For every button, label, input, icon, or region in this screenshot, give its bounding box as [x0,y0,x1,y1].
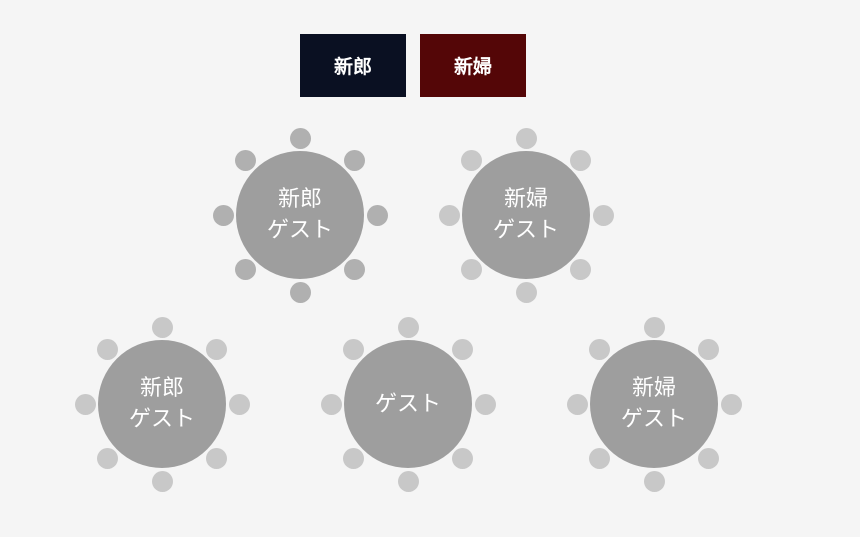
groom-head-box: 新郎 [300,34,406,97]
seat [343,150,365,172]
seat [289,127,311,149]
table-label-line: ゲスト [620,407,687,432]
table-label-line: ゲスト [266,218,333,243]
seat [397,470,419,492]
seat [289,281,311,303]
table-label-line: 新婦 [503,187,548,212]
table-label-line: ゲスト [492,218,559,243]
seat [569,150,591,172]
seat [97,339,119,361]
seat [205,447,227,469]
seat [343,447,365,469]
seat [343,258,365,280]
seat [205,339,227,361]
seat [74,393,96,415]
seat [643,470,665,492]
seat [235,258,257,280]
table-guest-center: ゲスト [344,340,472,468]
seat [151,470,173,492]
table-label-line: 新婦 [631,376,676,401]
seat [697,447,719,469]
seat [151,316,173,338]
seat [366,204,388,226]
seat [212,204,234,226]
groom-label: 新郎 [333,56,372,78]
table-label-line: ゲスト [128,407,195,432]
seat [515,281,537,303]
table-label-line: 新郎 [277,187,322,212]
table-label-line: 新郎 [139,376,184,401]
seat [515,127,537,149]
seat [566,393,588,415]
seat [697,339,719,361]
seat [720,393,742,415]
bride-head-box: 新婦 [420,34,526,97]
seat [343,339,365,361]
seat [592,204,614,226]
seat [461,150,483,172]
table-groom-guest-bottom: 新郎ゲスト [98,340,226,468]
bride-label: 新婦 [453,56,492,78]
table-bride-guest-bottom: 新婦ゲスト [590,340,718,468]
seat [589,447,611,469]
seat [569,258,591,280]
table-groom-guest-top: 新郎ゲスト [236,151,364,279]
seat [228,393,250,415]
seat [320,393,342,415]
seat [397,316,419,338]
seat [643,316,665,338]
seat [235,150,257,172]
seat [474,393,496,415]
seat [461,258,483,280]
seat [451,339,473,361]
table-bride-guest-top: 新婦ゲスト [462,151,590,279]
table-label-line: ゲスト [374,391,441,417]
seat [451,447,473,469]
seat [438,204,460,226]
seat [589,339,611,361]
seat [97,447,119,469]
